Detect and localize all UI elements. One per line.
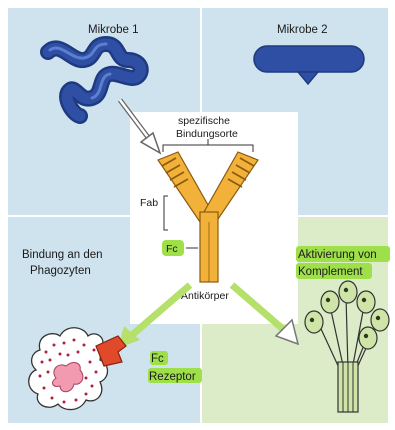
mikrobe-1-label: Mikrobe 1 xyxy=(88,24,139,36)
bindungsorte-label-2: Bindungsorte xyxy=(176,128,238,140)
fc-label: Fc xyxy=(166,243,178,255)
fab-label: Fab xyxy=(140,197,158,209)
mikrobe-2-label: Mikrobe 2 xyxy=(277,24,328,36)
rezeptor-label-1: Fc xyxy=(151,353,164,365)
phagozyten-label-2: Phagozyten xyxy=(30,265,91,277)
bindungsorte-label-1: spezifische xyxy=(178,115,230,127)
komplement-label-1: Aktivierung von xyxy=(298,249,377,261)
phagocyte-icon xyxy=(29,328,108,410)
antikoerper-label: Antikörper xyxy=(181,290,229,302)
rezeptor-label-2: Rezeptor xyxy=(149,371,196,383)
komplement-label-2: Komplement xyxy=(298,266,363,278)
phagozyten-label-1: Bindung an den xyxy=(22,249,103,261)
